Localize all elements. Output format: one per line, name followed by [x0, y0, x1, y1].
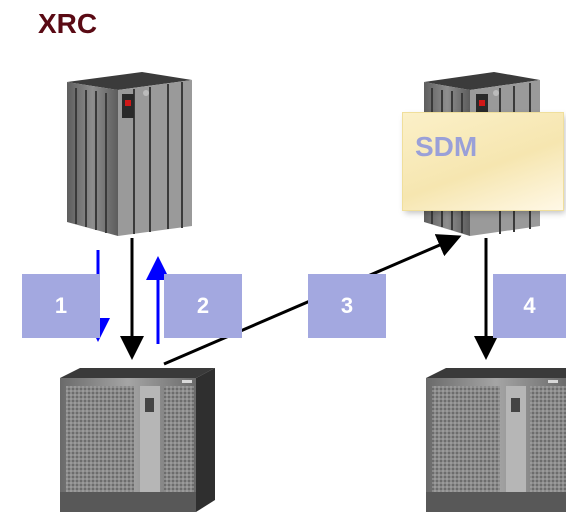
step-2-box: 2 [164, 274, 242, 338]
primary-server-icon [67, 72, 192, 236]
step-1-box: 1 [22, 274, 100, 338]
secondary-storage-icon [426, 368, 566, 512]
step-4-label: 4 [523, 293, 536, 318]
diagram-title: XRC [38, 8, 98, 39]
step-2-label: 2 [196, 293, 210, 318]
sdm-box: SDM [403, 113, 563, 210]
step-1-label: 1 [54, 293, 68, 318]
step-3-box: 3 [308, 274, 386, 338]
step-4-box: 4 [493, 274, 566, 338]
step-3-label: 3 [340, 293, 354, 318]
primary-storage-icon [60, 368, 215, 512]
sdm-label: SDM [415, 131, 478, 162]
